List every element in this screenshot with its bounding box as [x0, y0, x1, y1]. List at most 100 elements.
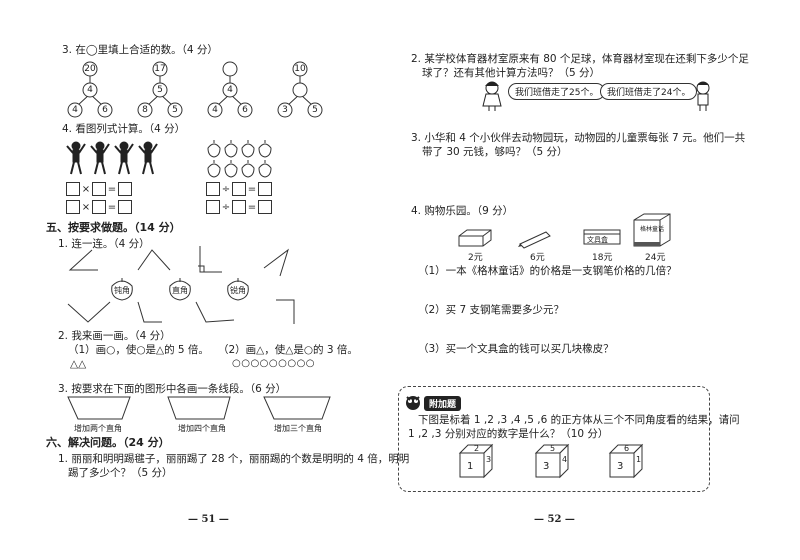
cube-3-top: 6 — [624, 444, 630, 453]
cube-1-front: 1 — [467, 461, 474, 472]
q5-2-a: （1）画○，使○是△的 5 倍。 — [68, 344, 209, 356]
speech-bubble-girl: 我们班借走了25个。 — [508, 83, 606, 100]
angles-bottom-row — [67, 299, 295, 324]
page-number-left: — 51 — — [188, 514, 229, 525]
page-number-right: — 52 — — [534, 514, 575, 525]
peach-figure — [207, 140, 272, 178]
angles-top-row — [68, 246, 289, 277]
tree-2-left: 8 — [142, 105, 148, 115]
cube-3-front: 3 — [617, 461, 624, 472]
peach-row-2 — [207, 160, 272, 178]
apples-row — [111, 278, 249, 301]
tree-1 — [67, 61, 113, 118]
tree-1-left: 4 — [72, 105, 78, 115]
bonus-badge: 附加题 — [424, 396, 462, 411]
book-label: 格林童话 — [640, 226, 665, 233]
book-icon — [633, 213, 671, 247]
div-equation-2: ÷ = — [206, 199, 272, 215]
tree-1-mid: 4 — [87, 85, 93, 95]
q5-2-b-shapes: ○○○○○○○○○ — [232, 358, 316, 369]
pencil-box-label: 文具盒 — [587, 236, 608, 244]
div-equation-1: ÷ = — [206, 181, 272, 197]
q6-1-line2: 踢了多少个？（5 分） — [68, 467, 173, 479]
q5-3-title: 3. 按要求在下面的图形中各画一条线段。（6 分） — [58, 383, 287, 395]
bonus-question-box — [398, 386, 710, 492]
section-5-title: 五、按要求做题。（14 分） — [46, 221, 181, 234]
cube-2-front: 3 — [543, 461, 550, 472]
cube-1-top: 2 — [474, 444, 480, 453]
tree-3-mid: 4 — [227, 85, 233, 95]
apple-label-obtuse: 钝角 — [114, 286, 130, 295]
q4-sub2: （2）买 7 支钢笔需要多少元？ — [418, 304, 565, 316]
q5-2-b: （2）画△，使△是○的 3 倍。 — [218, 344, 358, 356]
answer-box[interactable] — [66, 200, 80, 214]
tree-4 — [277, 61, 323, 118]
tree-4-right: 5 — [312, 105, 318, 115]
trapezoids — [67, 396, 331, 420]
q5-2-title: 2. 我来画一画。（4 分） — [58, 330, 171, 342]
eraser-icon — [458, 229, 492, 247]
children-figure — [66, 141, 158, 175]
cube-1 — [458, 443, 494, 479]
pen-icon — [518, 231, 551, 249]
bonus-line1: 下图是标着 1 ,2 ,3 ,4 ,5 ,6 的正方体从三个不同角度看的结果，请… — [418, 414, 740, 426]
q4-title: 4. 看图列式计算。（4 分） — [62, 123, 186, 135]
cube-3 — [608, 443, 644, 479]
owl-icon — [406, 396, 420, 410]
answer-box[interactable] — [206, 182, 220, 196]
tree-2-right: 5 — [172, 105, 178, 115]
cube-2-side: 4 — [562, 455, 568, 464]
price-pen: 6元 — [530, 253, 545, 263]
number-trees — [67, 61, 323, 118]
q6-1-line1: 1. 丽丽和明明踢毽子，丽丽踢了 28 个，丽丽踢的个数是明明的 4 倍，明明 — [58, 453, 410, 465]
tree-3 — [207, 61, 253, 118]
q5-1-title: 1. 连一连。（4 分） — [58, 238, 150, 250]
mult-equation-2: × = — [66, 199, 132, 215]
tree-2-top: 17 — [154, 64, 166, 74]
tree-2-mid: 5 — [157, 85, 163, 95]
tree-3-right: 6 — [242, 105, 248, 115]
cube-1-side: 3 — [486, 455, 492, 464]
bonus-line2: 1 ,2 ,3 分别对应的数字是什么？（10 分） — [408, 428, 609, 440]
q4-title: 4. 购物乐园。（9 分） — [411, 205, 514, 217]
tree-3-left: 4 — [212, 105, 218, 115]
cube-2-top: 5 — [550, 444, 556, 453]
answer-box[interactable] — [232, 182, 246, 196]
cubes — [458, 443, 644, 479]
answer-box[interactable] — [66, 182, 80, 196]
answer-box[interactable] — [206, 200, 220, 214]
speech-bubble-boy: 我们班借走了24个。 — [600, 83, 698, 100]
cube-2 — [534, 443, 570, 479]
answer-box[interactable] — [118, 200, 132, 214]
pencil-box-icon — [583, 229, 621, 245]
trapezoid-caption-3: 增加三个直角 — [274, 424, 322, 433]
tree-1-top: 20 — [84, 64, 96, 74]
answer-box[interactable] — [258, 182, 272, 196]
tree-4-top: 10 — [294, 64, 306, 74]
price-book: 24元 — [645, 253, 666, 263]
price-eraser: 2元 — [468, 253, 483, 263]
answer-box[interactable] — [92, 200, 106, 214]
tree-1-right: 6 — [102, 105, 108, 115]
trapezoid-caption-2: 增加四个直角 — [178, 424, 226, 433]
apple-label-right: 直角 — [172, 286, 188, 295]
q5-2-a-shapes: △△ — [70, 358, 87, 370]
tree-4-left: 3 — [282, 105, 288, 115]
section-6-title: 六、解决问题。（24 分） — [46, 436, 170, 449]
answer-box[interactable] — [92, 182, 106, 196]
q4-sub3: （3）买一个文具盒的钱可以买几块橡皮？ — [418, 343, 614, 355]
trapezoid-caption-1: 增加两个直角 — [74, 424, 122, 433]
q2-line2: 球了？还有其他计算方法吗？（5 分） — [422, 67, 601, 79]
cube-3-side: 1 — [636, 455, 642, 464]
answer-box[interactable] — [258, 200, 272, 214]
q4-sub1: （1）一本《格林童话》的价格是一支钢笔价格的几倍？ — [418, 265, 677, 277]
q3-title: 3. 在◯里填上合适的数。（4 分） — [62, 44, 218, 56]
q3-line2: 带了 30 元钱，够吗？（5 分） — [422, 146, 568, 158]
q3-line1: 3. 小华和 4 个小伙伴去动物园玩，动物园的儿童票每张 7 元。他们一共 — [411, 132, 746, 144]
apple-label-acute: 锐角 — [230, 286, 246, 295]
girl-figure — [482, 81, 502, 111]
answer-box[interactable] — [232, 200, 246, 214]
q2-line1: 2. 某学校体育器材室原来有 80 个足球，体育器材室现在还剩下多少个足 — [411, 53, 749, 65]
mult-equation-1: × = — [66, 181, 132, 197]
answer-box[interactable] — [118, 182, 132, 196]
